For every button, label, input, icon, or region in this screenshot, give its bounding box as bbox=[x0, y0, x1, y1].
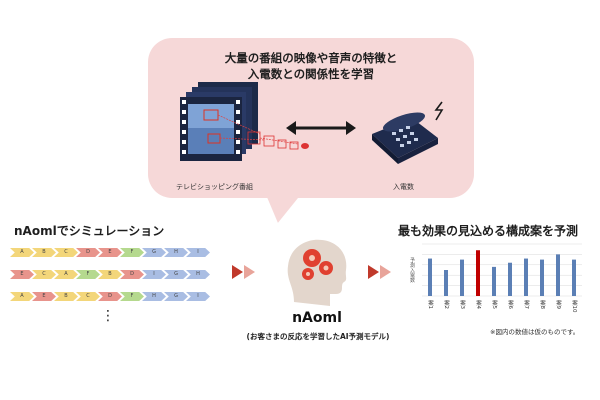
bar bbox=[524, 258, 528, 296]
prediction-heading: 最も効果の見込める構成案を予測 bbox=[398, 224, 579, 238]
sequence-chip: B bbox=[98, 270, 122, 279]
x-tick-label: 案2 bbox=[443, 299, 450, 309]
flow-arrow-left bbox=[232, 265, 255, 279]
x-tick-label: 案4 bbox=[475, 299, 482, 310]
bubble-tail bbox=[260, 190, 300, 226]
bar bbox=[428, 258, 432, 296]
bar bbox=[476, 250, 480, 296]
bubble-title-line1: 大量の番組の映像や音声の特徴と bbox=[224, 51, 398, 65]
sequence-chip: D bbox=[98, 292, 122, 301]
ellipsis: ⋮ bbox=[101, 308, 115, 324]
flow-arrow-right bbox=[368, 265, 391, 279]
phone-icon bbox=[372, 101, 444, 164]
bar bbox=[508, 262, 512, 296]
bar bbox=[540, 259, 544, 296]
film-caption: テレビショッピング番組 bbox=[176, 183, 253, 191]
model-subtitle: (お客さまの反応を学習したAI予測モデル) bbox=[246, 332, 390, 341]
ai-head-icon bbox=[287, 239, 347, 306]
y-axis-label: 予測入電数 bbox=[409, 257, 415, 284]
sequence-chip: G bbox=[164, 270, 188, 279]
x-tick-label: 案5 bbox=[491, 299, 498, 310]
simulation-heading: nAomlでシミュレーション bbox=[14, 224, 165, 238]
sequence-chip: E bbox=[10, 270, 34, 279]
sequence-chip: H bbox=[164, 248, 188, 257]
sequence-chip: I bbox=[186, 292, 210, 301]
chart-footnote: ※図内の数値は仮のものです。 bbox=[490, 328, 580, 336]
sequence-chip: G bbox=[142, 248, 166, 257]
x-tick-label: 案7 bbox=[523, 299, 530, 310]
x-tick-label: 案9 bbox=[555, 299, 562, 310]
sequence-chip: H bbox=[186, 270, 210, 279]
sequence-chip: F bbox=[120, 292, 144, 301]
sequence-chip: A bbox=[10, 292, 34, 301]
x-tick-label: 案1 bbox=[427, 299, 434, 309]
sequence-chip: B bbox=[32, 248, 56, 257]
sequence-chip: C bbox=[54, 248, 78, 257]
sequence-chip: I bbox=[186, 248, 210, 257]
sequence-chip: C bbox=[32, 270, 56, 279]
bar bbox=[444, 270, 448, 296]
sequence-chip: E bbox=[32, 292, 56, 301]
sequence-chip: E bbox=[98, 248, 122, 257]
sequence-chip: G bbox=[164, 292, 188, 301]
sequence-chip: D bbox=[76, 248, 100, 257]
sequence-chip: A bbox=[10, 248, 34, 257]
bar bbox=[492, 266, 496, 296]
sequence-chip: B bbox=[54, 292, 78, 301]
phone-caption: 入電数 bbox=[393, 183, 414, 191]
sequence-chip: F bbox=[76, 270, 100, 279]
sequence-chip: F bbox=[120, 248, 144, 257]
x-tick-label: 案10 bbox=[571, 299, 578, 313]
bar bbox=[572, 259, 576, 296]
sequence-chip: C bbox=[76, 292, 100, 301]
bar bbox=[556, 254, 560, 296]
sequence-chip: A bbox=[54, 270, 78, 279]
sequence-chip: I bbox=[142, 270, 166, 279]
bar bbox=[460, 259, 464, 296]
x-tick-label: 案8 bbox=[539, 299, 546, 310]
film-strip-icon bbox=[180, 82, 309, 161]
x-tick-label: 案3 bbox=[459, 299, 466, 310]
model-name: nAoml bbox=[292, 310, 342, 326]
double-arrow-icon bbox=[286, 121, 356, 135]
sequence-chip: H bbox=[142, 292, 166, 301]
x-tick-label: 案6 bbox=[507, 299, 514, 310]
bubble-title-line2: 入電数との関係性を学習 bbox=[247, 67, 375, 81]
sequence-chip: D bbox=[120, 270, 144, 279]
